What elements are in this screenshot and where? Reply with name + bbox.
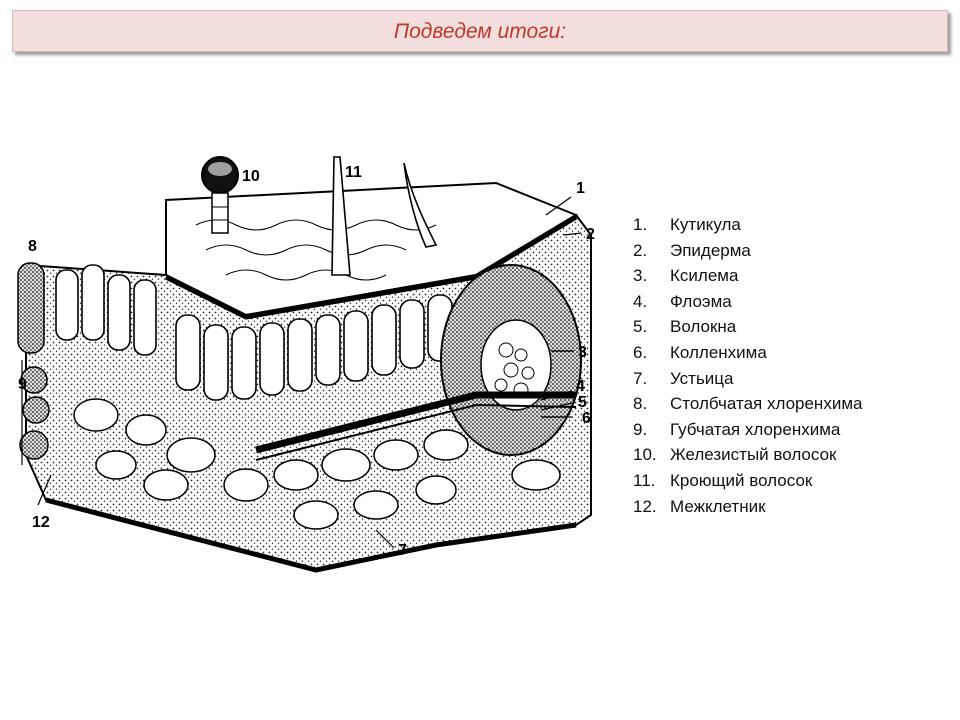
legend-item: 12.Межклетник	[633, 496, 766, 516]
callout-labels: 1 2 3 4 5 6 7 8 9 10 11 12	[18, 164, 595, 559]
callout-11: 11	[345, 164, 362, 181]
legend-item: 4.Флоэма	[633, 291, 732, 311]
callout-4: 4	[576, 378, 585, 395]
legend-item: 1.Кутикула	[633, 215, 741, 234]
callout-9: 9	[18, 376, 27, 393]
legend-list: 1.Кутикула 2.Эпидерма 3.Ксилема 4.Флоэма…	[633, 212, 862, 519]
legend-item: 3.Ксилема	[633, 266, 739, 286]
legend-item: 2.Эпидерма	[633, 240, 751, 260]
left-edge-cells	[17, 262, 50, 460]
legend-item: 10.Железистый волосок	[633, 445, 837, 465]
legend-item: 5.Волокна	[633, 317, 737, 337]
callout-5: 5	[578, 394, 587, 411]
glandular-hair	[201, 156, 239, 234]
leader-lines	[21, 196, 582, 549]
callout-8: 8	[28, 238, 37, 255]
palisade-cells	[55, 264, 453, 401]
callout-7: 7	[398, 542, 407, 559]
vascular-bundle	[440, 264, 582, 456]
legend-item: 6.Колленхима	[633, 342, 767, 362]
legend-item: 7.Устьица	[633, 368, 734, 388]
legend-item: 11.Кроющий волосок	[633, 470, 813, 490]
callout-10: 10	[242, 168, 260, 185]
callout-2: 2	[586, 226, 595, 243]
callout-6: 6	[582, 410, 591, 427]
callout-3: 3	[578, 344, 587, 361]
slide-title: Подведем итоги:	[393, 20, 567, 43]
front-face	[25, 213, 592, 573]
spongy-cells	[73, 398, 561, 530]
legend-item: 9.Губчатая хлоренхима	[633, 419, 841, 439]
legend-item: 8.Столбчатая хлоренхима	[633, 394, 863, 414]
covering-hairs	[331, 156, 438, 276]
callout-12: 12	[32, 514, 50, 531]
title-bar: Подведем итоги:	[12, 10, 948, 52]
leaf-cross-section-diagram: 1 2 3 4 5 6 7 8 9 10 11 12	[17, 156, 595, 573]
callout-1: 1	[576, 180, 585, 197]
